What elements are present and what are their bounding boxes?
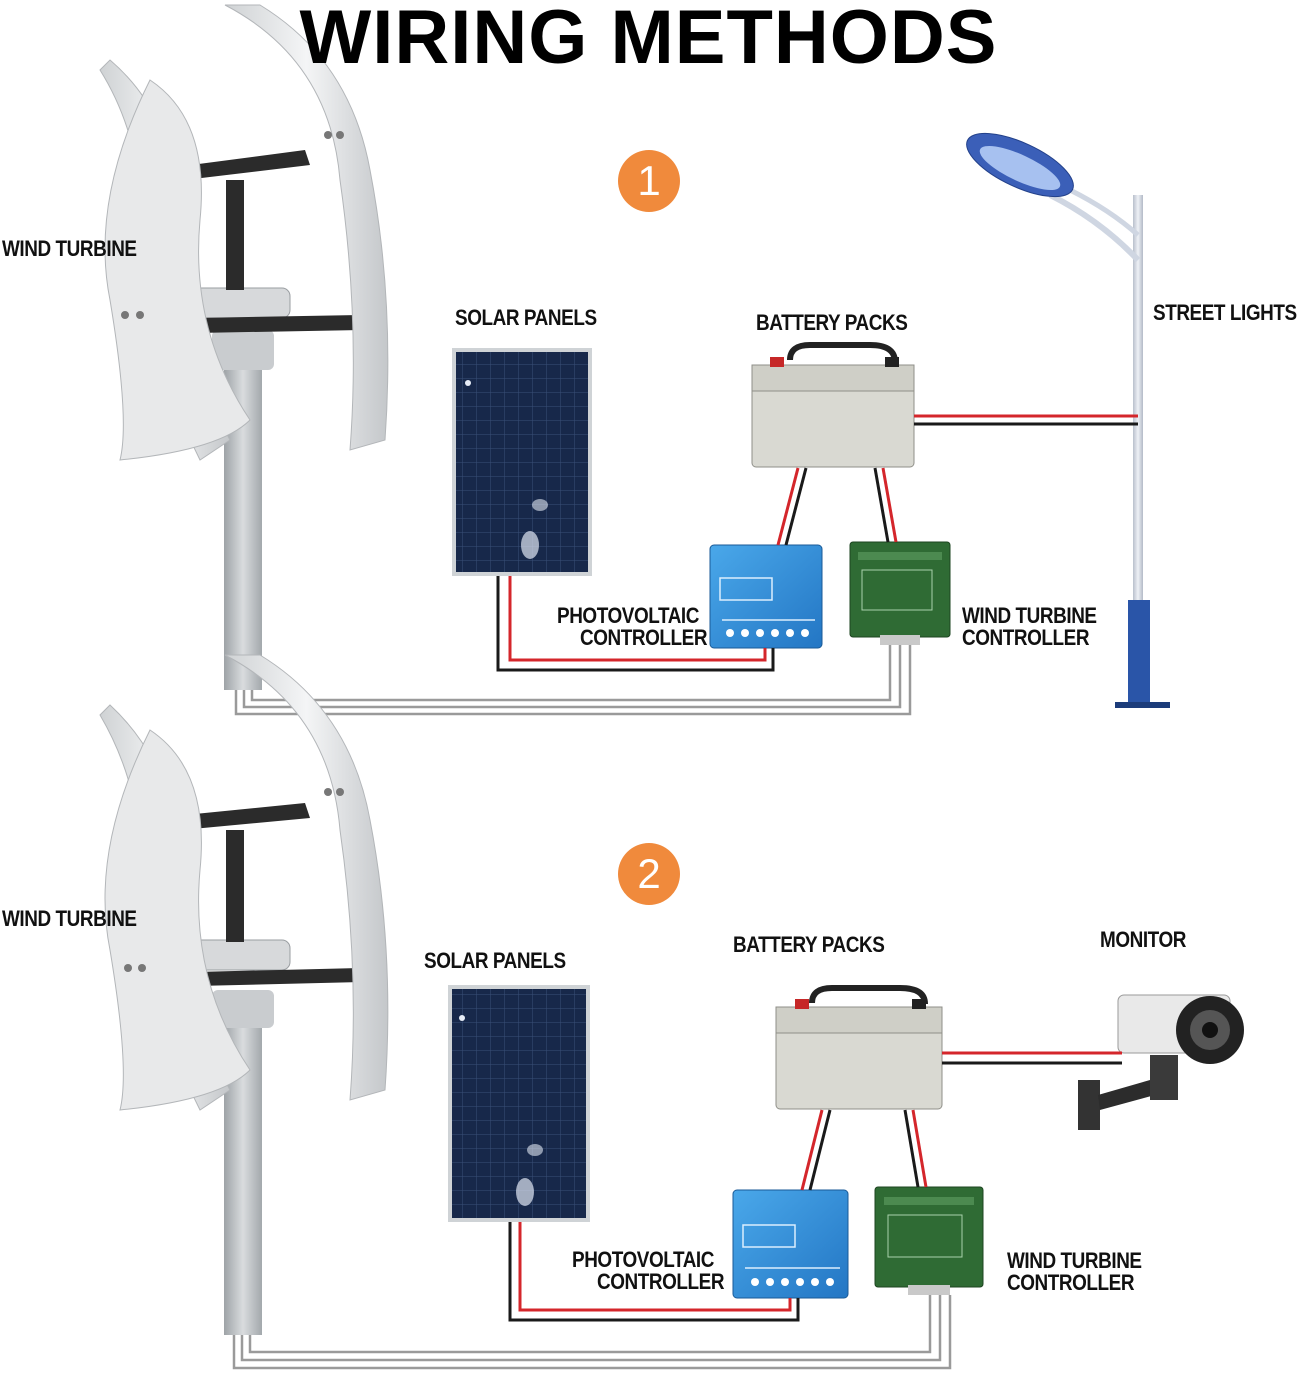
photovoltaic-controller-label-line2: CONTROLLER	[580, 625, 708, 650]
battery-packs-label: BATTERY PACKS	[733, 932, 885, 957]
photovoltaic-controller-label-line2: CONTROLLER	[597, 1269, 725, 1294]
wind-turbine-controller-label-line1: WIND TURBINE	[962, 603, 1097, 628]
page-title: WIRING METHODS	[299, 0, 998, 80]
solar-panels-label: SOLAR PANELS	[424, 948, 566, 973]
street-lights-label: STREET LIGHTS	[1153, 300, 1297, 325]
diagram-1	[99, 4, 1170, 716]
step-badge-2: 2	[618, 843, 680, 905]
wind-turbine-label: WIND TURBINE	[2, 906, 137, 931]
monitor-label: MONITOR	[1100, 927, 1186, 952]
wind-turbine-label: WIND TURBINE	[2, 236, 137, 261]
wind-turbine-icon	[99, 4, 389, 690]
photovoltaic-controller-icon	[732, 1189, 849, 1299]
wind-turbine-controller-icon	[849, 541, 951, 645]
solar-panel-icon	[452, 348, 592, 576]
battery-packs-label: BATTERY PACKS	[756, 310, 908, 335]
battery-pack-icon	[775, 985, 943, 1110]
step-badge-1: 1	[618, 150, 680, 212]
security-camera-icon	[1078, 994, 1244, 1130]
wind-turbine-controller-label-line2: CONTROLLER	[1007, 1270, 1135, 1295]
solar-panels-label: SOLAR PANELS	[455, 305, 597, 330]
street-light-icon	[966, 132, 1170, 708]
photovoltaic-controller-icon	[709, 544, 823, 649]
diagram-2	[99, 654, 1244, 1370]
wind-turbine-controller-label-line1: WIND TURBINE	[1007, 1248, 1142, 1273]
wind-turbine-controller-icon	[874, 1186, 984, 1295]
battery-pack-icon	[751, 342, 915, 468]
wind-turbine-controller-label-line2: CONTROLLER	[962, 625, 1090, 650]
wiring-lines	[232, 1051, 1122, 1370]
solar-panel-icon	[448, 985, 590, 1222]
photovoltaic-controller-label-line1: PHOTOVOLTAIC	[572, 1247, 715, 1272]
photovoltaic-controller-label-line1: PHOTOVOLTAIC	[557, 603, 700, 628]
wiring-lines	[234, 414, 1138, 716]
wind-turbine-icon	[99, 654, 389, 1335]
